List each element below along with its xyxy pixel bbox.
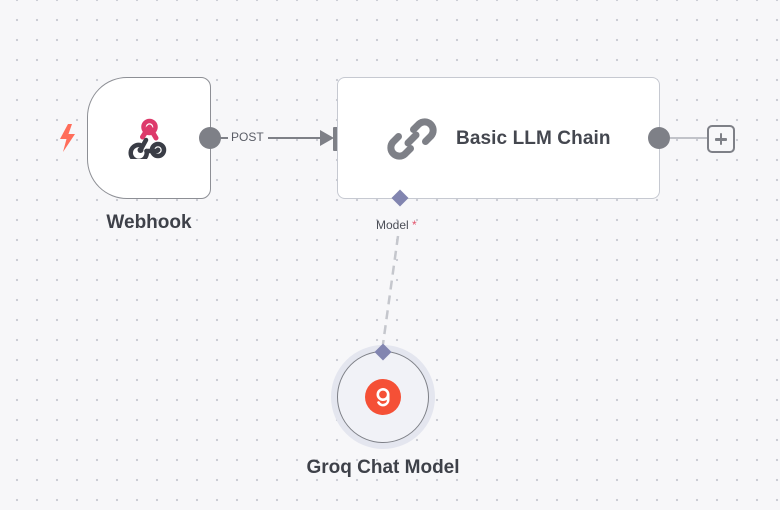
required-marker: *	[412, 218, 417, 232]
groq-logo-icon	[365, 379, 401, 415]
edge-arrowhead	[320, 130, 334, 146]
basic-llm-chain-title: Basic LLM Chain	[456, 128, 611, 149]
webhook-node-label: Webhook	[106, 212, 192, 233]
chain-link-icon	[387, 118, 437, 160]
groq-chat-model-node[interactable]	[331, 345, 435, 449]
edge-label-post: POST	[228, 130, 267, 144]
model-port-label: Model *	[376, 218, 417, 232]
lightning-bolt-icon	[60, 124, 75, 152]
webhook-icon	[128, 118, 167, 159]
groq-node-label: Groq Chat Model	[306, 457, 460, 478]
basic-llm-chain-node[interactable]: Basic LLM Chain	[337, 77, 660, 199]
model-port-label-text: Model	[376, 218, 409, 232]
add-node-button[interactable]	[707, 125, 735, 153]
webhook-output-handle[interactable]	[199, 127, 221, 149]
edge-model-connection[interactable]	[381, 235, 400, 345]
groq-g-icon	[376, 388, 390, 407]
webhook-node[interactable]	[87, 77, 211, 199]
groq-node-inner	[337, 351, 429, 443]
llm-chain-output-handle[interactable]	[648, 127, 670, 149]
